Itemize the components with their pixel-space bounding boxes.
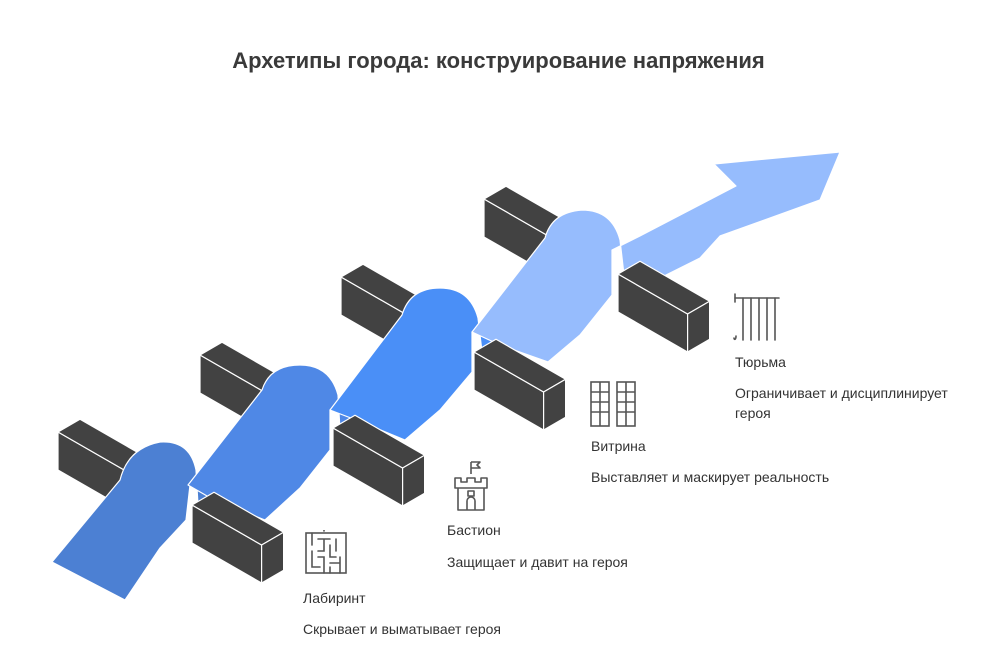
castle-tower-icon	[454, 461, 488, 511]
beam-front-2	[332, 414, 426, 507]
beam-front-4-end	[687, 300, 711, 353]
beam-front-4	[617, 260, 711, 353]
stage-label-prison: Тюрьма	[735, 354, 786, 370]
ribbon-layer	[51, 151, 841, 601]
beam-front-3-end	[543, 378, 567, 431]
page-title: Архетипы города: конструирование напряже…	[232, 48, 765, 73]
stage-label-labyrinth: Лабиринт	[303, 590, 366, 606]
stage-label-showcase: Витрина	[591, 438, 646, 454]
stage-label-bastion: Бастион	[447, 522, 501, 538]
stage-description-labyrinth: Скрывает и выматывает героя	[303, 621, 501, 637]
front-blocks-layer	[191, 260, 711, 584]
shop-window-icon	[590, 381, 636, 427]
prison-bars-icon	[733, 293, 780, 341]
beam-front-1	[191, 491, 285, 584]
beam-front-3	[473, 338, 567, 431]
beam-front-2-end	[402, 454, 426, 507]
stage-description-prison: Ограничивает и дисциплинирует героя	[735, 385, 948, 421]
stage-description-bastion: Защищает и давит на героя	[447, 554, 628, 570]
beam-front-1-end	[261, 531, 285, 584]
maze-icon	[305, 530, 347, 574]
stage-description-showcase: Выставляет и маскирует реальность	[591, 469, 830, 485]
